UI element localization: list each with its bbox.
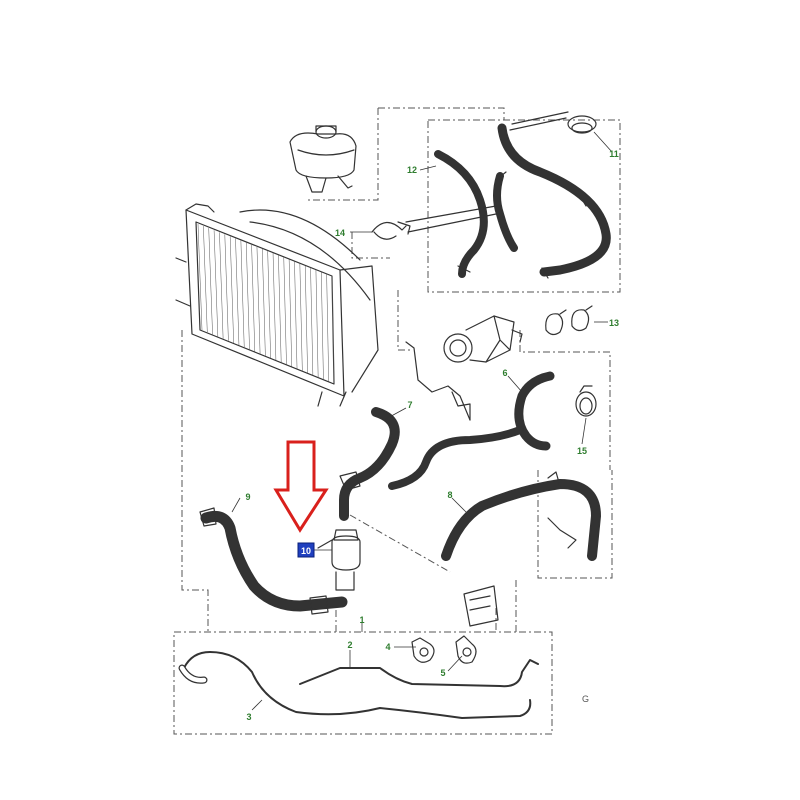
callout-14[interactable]: 14 — [335, 228, 345, 238]
radiator-fin — [245, 242, 250, 350]
callout-6[interactable]: 6 — [502, 368, 507, 378]
radiator-fin — [208, 228, 213, 335]
callout-4[interactable]: 4 — [385, 642, 390, 652]
callout-12[interactable]: 12 — [407, 165, 417, 175]
radiator-fin — [219, 232, 224, 339]
callout-2[interactable]: 2 — [347, 640, 352, 650]
hose-6 — [514, 371, 555, 451]
reservoir-link-line — [306, 108, 379, 201]
pump-link-line — [397, 290, 412, 351]
mounting-bracket — [463, 585, 499, 627]
clamp-11 — [509, 111, 597, 134]
radiator-fin — [321, 271, 324, 380]
red-indicator-arrow — [273, 440, 329, 533]
radiator-fin — [251, 244, 256, 352]
pipe-assembly-group-box — [173, 631, 553, 735]
radiator-fin — [288, 259, 293, 367]
clamp-14-link-line — [351, 232, 390, 259]
radiator-fin — [213, 230, 219, 337]
hose-8 — [441, 471, 601, 561]
clamps-13 — [545, 305, 593, 336]
right-vertical-link-line — [519, 330, 611, 470]
radiator-fin — [256, 246, 261, 354]
callout-1[interactable]: 1 — [359, 615, 364, 625]
clamp-15 — [575, 385, 597, 417]
callout-9[interactable]: 9 — [245, 492, 250, 502]
callout-11[interactable]: 11 — [609, 149, 619, 159]
radiator-fin — [240, 240, 245, 348]
radiator-fin — [304, 265, 308, 374]
highlighted-part-label: 10 — [301, 546, 311, 556]
left-vertical-link-line — [181, 330, 209, 632]
pipe-2 — [299, 659, 539, 688]
highlighted-part-10[interactable]: 10 — [297, 542, 315, 558]
assembly-dashed-lines — [173, 107, 621, 735]
radiator-fin — [326, 273, 329, 382]
callout-3[interactable]: 3 — [246, 712, 251, 722]
upper-hose-group-box — [427, 119, 621, 293]
hose-8-group-box — [537, 470, 613, 579]
drawing-number: G — [582, 694, 589, 704]
callout-15[interactable]: 15 — [577, 446, 587, 456]
sensor-5 — [455, 635, 477, 664]
radiator-fin — [310, 267, 314, 376]
sensor-4 — [411, 637, 435, 663]
pipe-3 — [178, 651, 532, 719]
radiator-fin — [229, 236, 234, 343]
radiator-fin — [278, 255, 282, 363]
radiator-fin — [235, 238, 240, 346]
leader-lines — [231, 131, 613, 711]
callout-13[interactable]: 13 — [609, 318, 619, 328]
diagonal-link-line — [349, 514, 451, 573]
upper-hoses — [405, 123, 611, 279]
coolant-outlet-10 — [317, 529, 361, 591]
reservoir-top-link-line — [378, 107, 505, 120]
radiator-fin — [224, 234, 229, 341]
clamp-14 — [371, 221, 411, 240]
radiator-fin — [331, 275, 335, 385]
radiator-fin — [272, 253, 277, 361]
hose-9 — [199, 507, 348, 615]
radiator-fin — [294, 261, 298, 369]
radiator-fin — [197, 223, 203, 331]
hose-7 — [339, 407, 524, 521]
callout-labels: 1 2 3 4 5 6 7 8 9 11 12 13 14 15 — [245, 149, 619, 722]
callout-7[interactable]: 7 — [407, 400, 412, 410]
radiator-fin — [262, 248, 266, 356]
highlight-box — [297, 542, 315, 558]
radiator-fin — [267, 251, 271, 359]
expansion-tank — [289, 125, 357, 193]
callout-8[interactable]: 8 — [447, 490, 452, 500]
radiator-fins — [197, 223, 335, 385]
radiator-fin — [203, 226, 208, 333]
heater-pipe-assembly — [405, 341, 471, 421]
callout-5[interactable]: 5 — [440, 668, 445, 678]
water-pump — [443, 315, 523, 363]
radiator-fin — [315, 269, 319, 378]
radiator-fin — [283, 257, 287, 365]
radiator-fin — [299, 263, 303, 372]
